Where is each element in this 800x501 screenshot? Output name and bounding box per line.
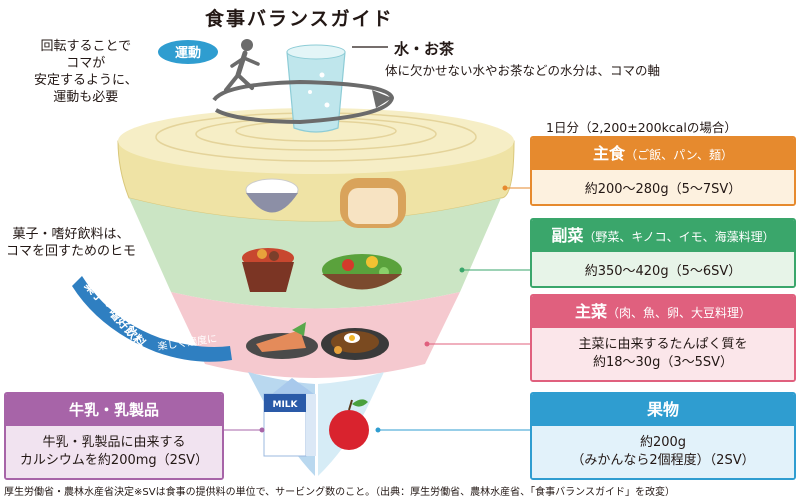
exercise-note-line: 回転することで [40, 39, 132, 54]
daily-amount-note: 1日分（2,200±200kcalの場合） [546, 120, 737, 135]
water-title: 水・お茶 [394, 40, 455, 58]
snack-note: 菓子・嗜好飲料は、 コマを回すためのヒモ [6, 226, 136, 260]
milk-box: 牛乳・乳製品 牛乳・乳製品に由来する カルシウムを約200mg（2SV） [4, 392, 224, 480]
exercise-label: 運動 [175, 45, 201, 61]
rice-bowl-icon [245, 178, 299, 213]
main-dish-amount: 主菜に由来するたんぱく質を 約18〜30g（3〜5SV） [532, 328, 794, 380]
grain-dish-box: 主食（ご飯、パン、麺） 約200〜280g（5〜7SV） [530, 136, 796, 206]
snack-ribbon-label: 菓子・嗜好飲料 [81, 277, 149, 350]
vegetable-dish-icon [242, 248, 294, 292]
rotation-arrowhead [372, 90, 392, 108]
salad-bowl-icon [322, 254, 402, 290]
snack-ribbon [72, 276, 232, 362]
bread-icon [340, 178, 406, 228]
fruit-header: 果物 [532, 394, 794, 426]
snack-note-line: コマを回すためのヒモ [6, 244, 137, 259]
exercise-note-line: 運動も必要 [53, 90, 119, 105]
milk-amount: 牛乳・乳製品に由来する カルシウムを約200mg（2SV） [6, 426, 222, 478]
fruit-amount: 約200g （みかんなら2個程度）（2SV） [532, 426, 794, 478]
runner-icon [224, 39, 260, 92]
tier-vegetable [129, 198, 501, 309]
milk-carton-label: MILK [272, 400, 298, 410]
fruit-box: 果物 約200g （みかんなら2個程度）（2SV） [530, 392, 796, 480]
fish-dish-icon [246, 322, 318, 359]
page-title: 食事バランスガイド [205, 8, 394, 30]
footnote: 厚生労働省・農林水産省決定※SVは食事の提供料の単位で、サービング数のこと。（出… [4, 487, 675, 498]
exercise-note-line: 安定するように、 [34, 73, 138, 88]
exercise-bubble [158, 40, 218, 64]
milk-header: 牛乳・乳製品 [6, 394, 222, 426]
main-dish-header: 主菜（肉、魚、卵、大豆料理） [532, 296, 794, 328]
tier-main-dish [171, 292, 460, 378]
main-dish-box: 主菜（肉、魚、卵、大豆料理） 主菜に由来するたんぱく質を 約18〜30g（3〜5… [530, 294, 796, 382]
apple-icon [329, 399, 369, 450]
side-dish-box: 副菜（野菜、キノコ、イモ、海藻料理） 約350〜420g（5〜6SV） [530, 218, 796, 288]
grain-dish-header: 主食（ご飯、パン、麺） [532, 138, 794, 170]
exercise-note-line: コマが [66, 56, 106, 71]
side-dish-header: 副菜（野菜、キノコ、イモ、海藻料理） [532, 220, 794, 252]
exercise-note: 回転することで コマが 安定するように、 運動も必要 [34, 38, 138, 106]
milk-carton-icon: MILK [263, 378, 316, 457]
side-dish-amount: 約350〜420g（5〜6SV） [532, 252, 794, 286]
water-description: 体に欠かせない水やお茶などの水分は、コマの軸 [385, 63, 661, 78]
grain-dish-amount: 約200〜280g（5〜7SV） [532, 170, 794, 204]
meat-dish-icon [321, 328, 389, 360]
snack-note-line: 菓子・嗜好飲料は、 [12, 227, 130, 242]
